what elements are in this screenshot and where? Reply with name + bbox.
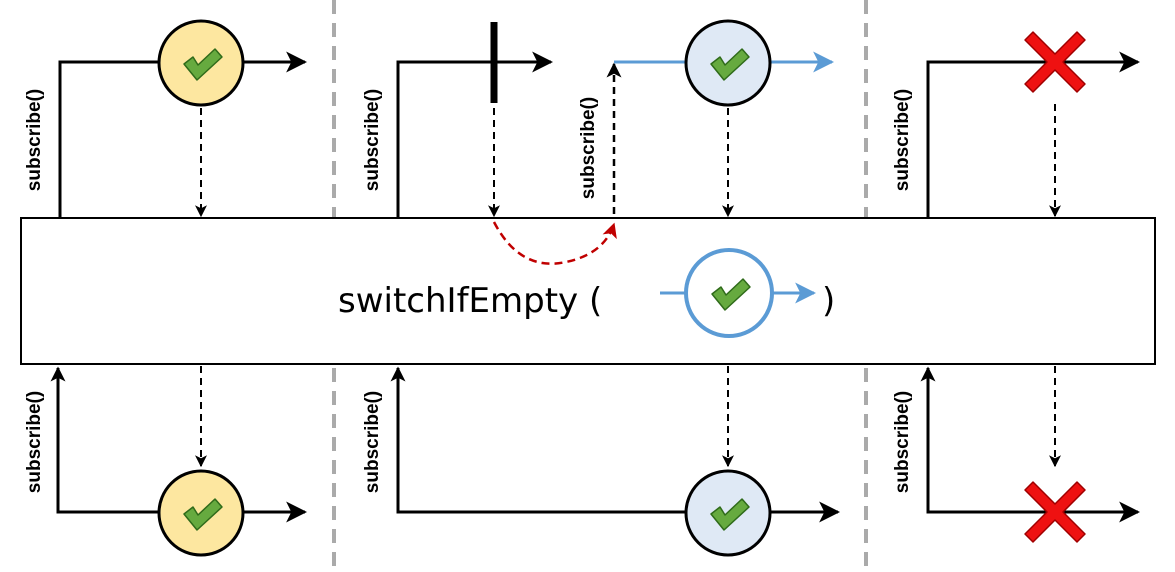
scenario-source-empty-switches-to-fallback: subscribe() subscribe() subscribe() [362,19,841,557]
operator-box [20,217,1156,365]
checkmark-icon [684,248,774,338]
subscribe-label: subscribe() [892,89,913,191]
checkmark-icon [684,19,772,107]
subscribe-label: subscribe() [362,391,383,493]
source-timeline [396,51,554,218]
checkmark-icon [157,469,245,557]
switch-arrow [492,221,617,265]
subscribe-label: subscribe() [892,391,913,493]
subscribe-label: subscribe() [24,89,45,191]
scenario-source-emits-item: subscribe() subscribe() [24,19,308,557]
operator-close-paren: ) [822,281,835,321]
output-timeline [396,368,841,523]
subscribe-label: subscribe() [362,89,383,191]
scenario-source-errors: subscribe() subscribe() [892,31,1141,543]
operator-name: switchIfEmpty ( [338,281,602,321]
checkmark-icon [157,19,245,107]
source-timeline [926,51,1141,218]
checkmark-icon [684,469,772,557]
subscribe-label: subscribe() [578,97,599,199]
subscribe-label: subscribe() [24,391,45,493]
fallback-publisher-icon [660,248,817,338]
